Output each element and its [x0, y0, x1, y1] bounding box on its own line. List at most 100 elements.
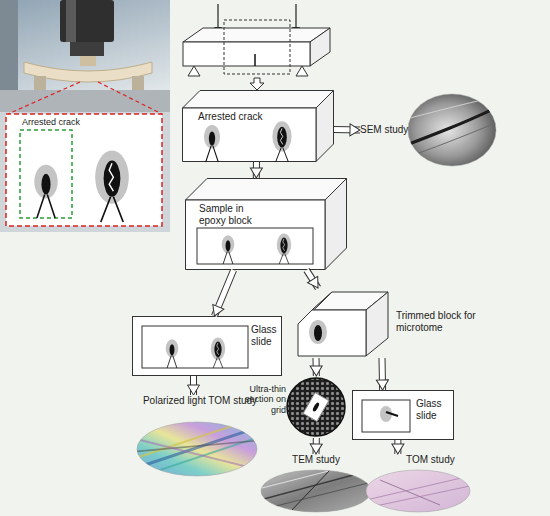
crack-symbol [204, 125, 220, 162]
arrow-body [314, 358, 319, 376]
streak [130, 425, 265, 470]
support-triangle [188, 66, 200, 76]
crack-halo [309, 320, 327, 344]
flow-arrow [334, 129, 360, 130]
node-shape [135, 395, 265, 477]
notch [254, 54, 256, 66]
polarized-micrograph: Polarized light TOM study [135, 395, 265, 477]
node-label: Sample in epoxy block [199, 203, 261, 226]
slide-outline [133, 317, 282, 376]
arrested-crack-symbol [34, 165, 57, 218]
trimmed-block: Trimmed block for microtome [292, 288, 492, 358]
glass-slide-outline [353, 391, 454, 440]
sem-texture [404, 96, 500, 156]
arrow-outline [307, 270, 319, 288]
flow-arrow [316, 438, 317, 454]
arrow-outline [215, 270, 234, 316]
node-label: TEM study [258, 454, 374, 466]
section-sample [142, 326, 248, 368]
node-label: TOM study [406, 454, 472, 466]
load-arrow [295, 4, 296, 28]
tem-grid-outline [287, 378, 345, 436]
texture-line [410, 122, 498, 156]
piston-neck [70, 42, 104, 56]
load-arrow [217, 4, 218, 28]
node-label: Ultra-thin section on grid [240, 384, 286, 415]
flow-arrow [215, 270, 234, 316]
arrow-body [191, 376, 196, 395]
beam-specimen [183, 4, 330, 90]
photo-background [0, 0, 170, 112]
block-face [316, 91, 334, 162]
section-sample [362, 400, 410, 432]
zoom-line [8, 82, 80, 114]
arrow-outline [253, 162, 260, 178]
flow-arrow [316, 358, 317, 376]
crack-symbol [272, 121, 291, 162]
flow-arrow [193, 376, 194, 395]
crack-line [404, 106, 500, 146]
glass-slide-outline [133, 317, 282, 376]
node-label: Trimmed block for microtome [396, 310, 488, 333]
streak [290, 470, 330, 512]
arrow-outline [379, 358, 387, 390]
crack-tip [312, 402, 320, 413]
flow-arrow [397, 440, 398, 454]
node-shape [292, 288, 492, 358]
block-face [183, 91, 334, 109]
arrow-outline [394, 440, 401, 454]
specimen-block-outline [183, 91, 334, 162]
arrow-body [254, 162, 259, 178]
beam-front [183, 42, 310, 66]
streak [140, 440, 260, 470]
arrow-body [380, 358, 386, 390]
node-label: Arrested crack [198, 111, 298, 123]
sem-micrograph: SEM study [360, 92, 500, 168]
polarized-micrograph-outline [137, 422, 257, 476]
tom-texture [366, 476, 470, 508]
trimmed-block-outline [298, 292, 388, 356]
loading-piston [60, 0, 114, 42]
support-left [34, 76, 46, 90]
streak [130, 440, 265, 452]
streak [366, 486, 470, 508]
streak [366, 476, 470, 500]
zoom-inset [6, 114, 162, 226]
cut-region [224, 20, 290, 74]
base-plate [0, 90, 170, 112]
flow-arrow [256, 162, 257, 178]
node-shape [352, 390, 454, 440]
crack-highlight [20, 130, 72, 218]
node-label: SEM study [360, 124, 414, 136]
glass-slide: Glass slide [352, 390, 454, 440]
zoom-line [98, 82, 162, 114]
tom-micrograph: TOM study [362, 454, 474, 514]
block-face [298, 310, 366, 356]
tem-texture [260, 460, 372, 512]
arrow-outline [190, 376, 197, 395]
test-photo [0, 0, 170, 232]
tem-micrograph: TEM study [258, 454, 374, 514]
streak [260, 482, 372, 510]
streak [262, 460, 372, 488]
flow-arrow [250, 78, 264, 90]
block-face [366, 292, 388, 356]
embedded-sample [197, 228, 313, 264]
tom-micrograph-outline [366, 470, 470, 512]
crack-symbol [166, 339, 179, 368]
photo-frame [0, 0, 170, 232]
streak [130, 415, 265, 460]
crack-tip [386, 412, 398, 416]
crack-halo [380, 406, 392, 422]
crack-symbol [211, 337, 225, 368]
support-right [132, 76, 144, 90]
grid-section [303, 393, 329, 422]
sem-micrograph-outline [408, 94, 496, 166]
tem-grid: Ultra-thin section on grid [240, 376, 346, 438]
micrograph-ellipse [408, 94, 496, 166]
block-face [183, 108, 317, 162]
glass-slide: Glass slide [132, 316, 282, 376]
